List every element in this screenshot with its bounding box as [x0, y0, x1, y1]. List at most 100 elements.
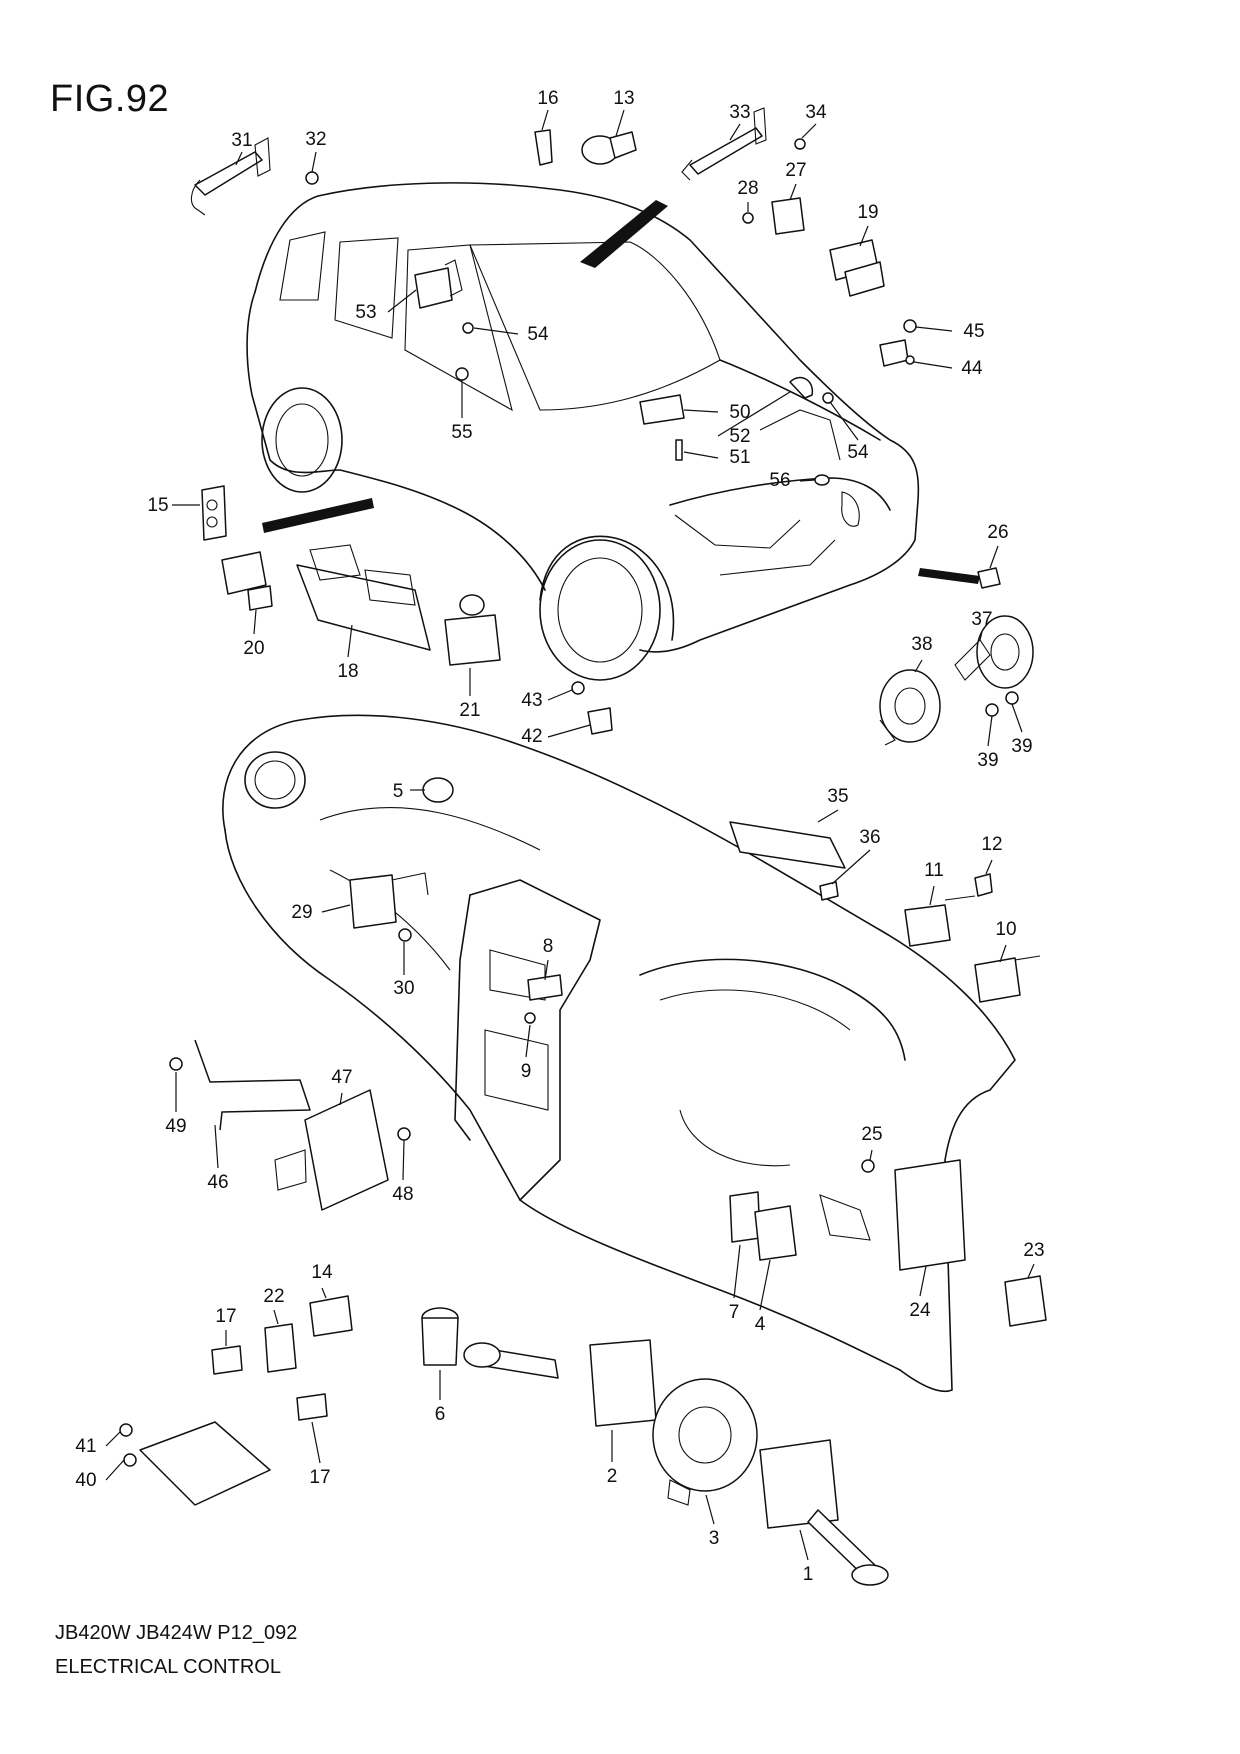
leader-line-51	[683, 451, 719, 459]
leader-line-50	[683, 409, 719, 413]
callout-40: 40	[75, 1470, 96, 1491]
callout-26: 26	[987, 522, 1008, 543]
callout-8: 8	[543, 936, 554, 957]
callout-5: 5	[393, 781, 404, 802]
leader-line-33	[729, 123, 741, 141]
leader-line-17	[311, 1421, 321, 1464]
callout-44: 44	[961, 358, 983, 379]
leader-line-12	[985, 859, 993, 875]
callout-50: 50	[729, 402, 750, 423]
callout-leader-lines	[105, 109, 1035, 1561]
callout-17: 17	[215, 1306, 236, 1327]
leader-line-34	[801, 123, 817, 139]
callout-9: 9	[521, 1061, 532, 1082]
callout-32: 32	[305, 129, 326, 150]
leader-line-16	[541, 109, 549, 131]
leader-line-31	[235, 151, 243, 166]
leader-line-14	[321, 1287, 327, 1299]
leader-line-54	[829, 401, 859, 441]
callout-15: 15	[147, 495, 168, 516]
callout-34: 34	[805, 102, 827, 123]
leader-line-43	[547, 689, 573, 701]
leader-line-10	[999, 944, 1007, 963]
callout-35: 35	[827, 786, 848, 807]
callout-39: 39	[1011, 736, 1032, 757]
callout-52: 52	[729, 426, 750, 447]
callout-38: 38	[911, 634, 932, 655]
leader-line-26	[989, 545, 999, 569]
callout-7: 7	[729, 1302, 740, 1323]
callout-54: 54	[847, 442, 869, 463]
callout-19: 19	[857, 202, 878, 223]
callout-49: 49	[165, 1116, 186, 1137]
callout-14: 14	[311, 1262, 333, 1283]
leader-line-13	[615, 109, 625, 137]
leader-line-27	[789, 183, 797, 201]
callout-30: 30	[393, 978, 414, 999]
callout-55: 55	[451, 422, 472, 443]
callout-2: 2	[607, 1466, 618, 1487]
leader-line-40	[105, 1459, 125, 1481]
callout-24: 24	[909, 1300, 931, 1321]
leader-line-52	[717, 391, 791, 437]
leader-line-53	[387, 289, 417, 313]
leader-line-38	[914, 659, 923, 673]
callout-56: 56	[769, 470, 790, 491]
callout-4: 4	[755, 1314, 766, 1335]
callout-25: 25	[861, 1124, 882, 1145]
callout-39: 39	[977, 750, 998, 771]
leader-line-54	[473, 327, 519, 335]
callout-43: 43	[521, 690, 542, 711]
leader-line-7	[733, 1244, 741, 1299]
callout-29: 29	[291, 902, 312, 923]
callout-51: 51	[729, 447, 750, 468]
callout-31: 31	[231, 130, 252, 151]
leader-line-18	[347, 624, 353, 658]
callout-12: 12	[981, 834, 1002, 855]
leader-line-48	[402, 1139, 405, 1181]
leader-line-1	[799, 1529, 809, 1561]
callout-42: 42	[521, 726, 542, 747]
callout-labels: 1234567891011121314151617171819202122232…	[75, 88, 1044, 1585]
callout-18: 18	[337, 661, 358, 682]
leader-line-45	[915, 326, 953, 332]
callout-47: 47	[331, 1067, 352, 1088]
callout-17: 17	[309, 1467, 330, 1488]
callout-11: 11	[924, 860, 944, 881]
figure-title: FIG.92	[50, 78, 170, 120]
leader-line-4	[759, 1259, 771, 1311]
callout-6: 6	[435, 1404, 446, 1425]
leader-line-56	[799, 479, 816, 482]
leader-line-9	[525, 1024, 531, 1058]
leader-line-42	[547, 724, 591, 738]
leader-line-20	[253, 609, 257, 635]
callout-23: 23	[1023, 1240, 1044, 1261]
callout-21: 21	[459, 700, 480, 721]
callout-53: 53	[355, 302, 376, 323]
callout-41: 41	[75, 1436, 96, 1457]
leader-line-3	[705, 1494, 715, 1525]
callout-20: 20	[243, 638, 264, 659]
leader-line-24	[919, 1265, 927, 1297]
callout-48: 48	[392, 1184, 413, 1205]
leader-line-46	[214, 1124, 219, 1169]
callout-13: 13	[613, 88, 634, 109]
leader-line-35	[817, 809, 839, 823]
section-name: ELECTRICAL CONTROL	[55, 1656, 281, 1678]
callout-28: 28	[737, 178, 758, 199]
leader-line-32	[311, 151, 317, 173]
leader-line-47	[339, 1092, 343, 1106]
leader-line-44	[913, 361, 953, 369]
callout-36: 36	[859, 827, 880, 848]
leader-line-19	[859, 225, 869, 247]
callout-22: 22	[263, 1286, 284, 1307]
leader-line-23	[1027, 1263, 1035, 1279]
callout-54: 54	[527, 324, 549, 345]
callout-16: 16	[537, 88, 558, 109]
callout-37: 37	[971, 609, 992, 630]
leader-line-11	[929, 885, 935, 906]
leader-line-25	[869, 1149, 873, 1161]
vehicle-outline	[246, 182, 980, 681]
leader-line-37	[979, 631, 983, 641]
